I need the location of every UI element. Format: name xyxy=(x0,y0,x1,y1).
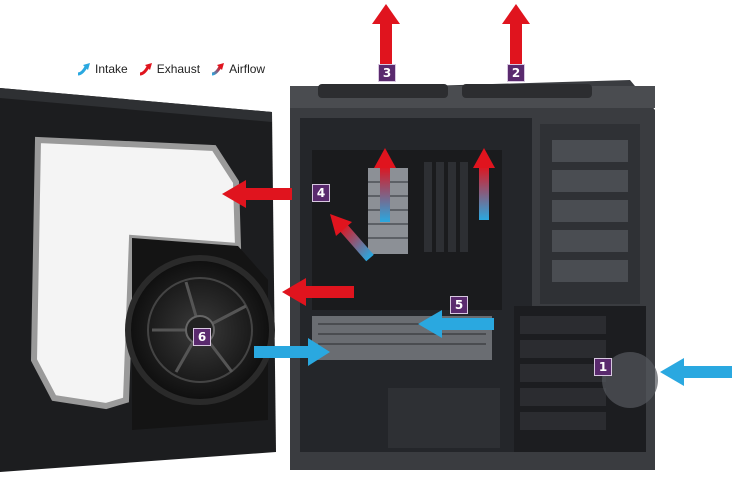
airflow-arrow-icon xyxy=(211,63,225,76)
top-exhaust-arrows xyxy=(372,4,530,66)
fan-badge-3: 3 xyxy=(378,64,396,82)
power-supply xyxy=(388,388,500,448)
internal-airflow-arrows xyxy=(330,148,495,262)
legend-exhaust-label: Exhaust xyxy=(156,62,201,76)
airflow-legend: Intake Exhaust Airflow xyxy=(76,62,271,76)
fan-badge-2: 2 xyxy=(507,64,525,82)
intake-arrow-icon xyxy=(77,63,90,76)
legend-intake-label: Intake xyxy=(95,62,128,76)
legend-airflow: Airflow xyxy=(210,62,265,76)
legend-intake: Intake xyxy=(76,62,128,76)
intake-arrows xyxy=(254,310,732,386)
rear-exhaust-arrows xyxy=(222,180,354,306)
exhaust-arrow-icon xyxy=(139,63,152,76)
fan-badge-4: 4 xyxy=(312,184,330,202)
case-chassis xyxy=(290,80,658,470)
fan-badge-5: 5 xyxy=(450,296,468,314)
legend-exhaust: Exhaust xyxy=(138,62,200,76)
legend-airflow-label: Airflow xyxy=(229,62,266,76)
fan-badge-1: 1 xyxy=(594,358,612,376)
fan-badge-6: 6 xyxy=(193,328,211,346)
side-panel xyxy=(0,88,276,472)
